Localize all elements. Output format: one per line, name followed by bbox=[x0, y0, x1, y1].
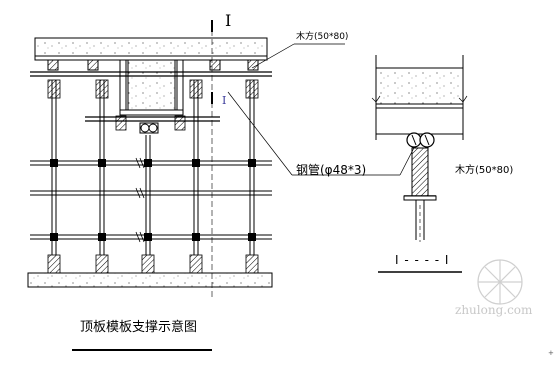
ground-slab bbox=[27, 272, 273, 288]
watermark-text: zhulong.com bbox=[455, 303, 533, 317]
base-jacks bbox=[47, 254, 259, 274]
main-elevation bbox=[27, 20, 419, 300]
top-jacks bbox=[47, 79, 259, 131]
section-wood bbox=[375, 107, 464, 135]
wood-section-label: 木方(50*80) bbox=[455, 165, 514, 176]
vertical-poles bbox=[51, 80, 255, 255]
steel-pipe-label: 钢管(φ48*3) bbox=[296, 163, 367, 177]
section-mark-top: I bbox=[225, 11, 232, 30]
section-jack bbox=[411, 147, 429, 197]
wood-batten-label: 木方(50*80) bbox=[296, 32, 349, 42]
section-slab bbox=[375, 67, 464, 105]
horizontal-braces bbox=[30, 160, 272, 240]
corner-mark: + bbox=[548, 349, 554, 357]
concrete-beam bbox=[127, 56, 176, 111]
section-mark-mid: I bbox=[222, 94, 227, 107]
formwork-panel bbox=[34, 55, 268, 61]
zhulong-logo-icon bbox=[477, 259, 523, 305]
wood-battens-top bbox=[47, 59, 259, 71]
drawing-title: 顶板模板支撑示意图 bbox=[80, 320, 198, 335]
section-detail bbox=[371, 55, 468, 273]
concrete-slab bbox=[34, 37, 268, 57]
section-title: I - - - - I bbox=[395, 253, 450, 267]
